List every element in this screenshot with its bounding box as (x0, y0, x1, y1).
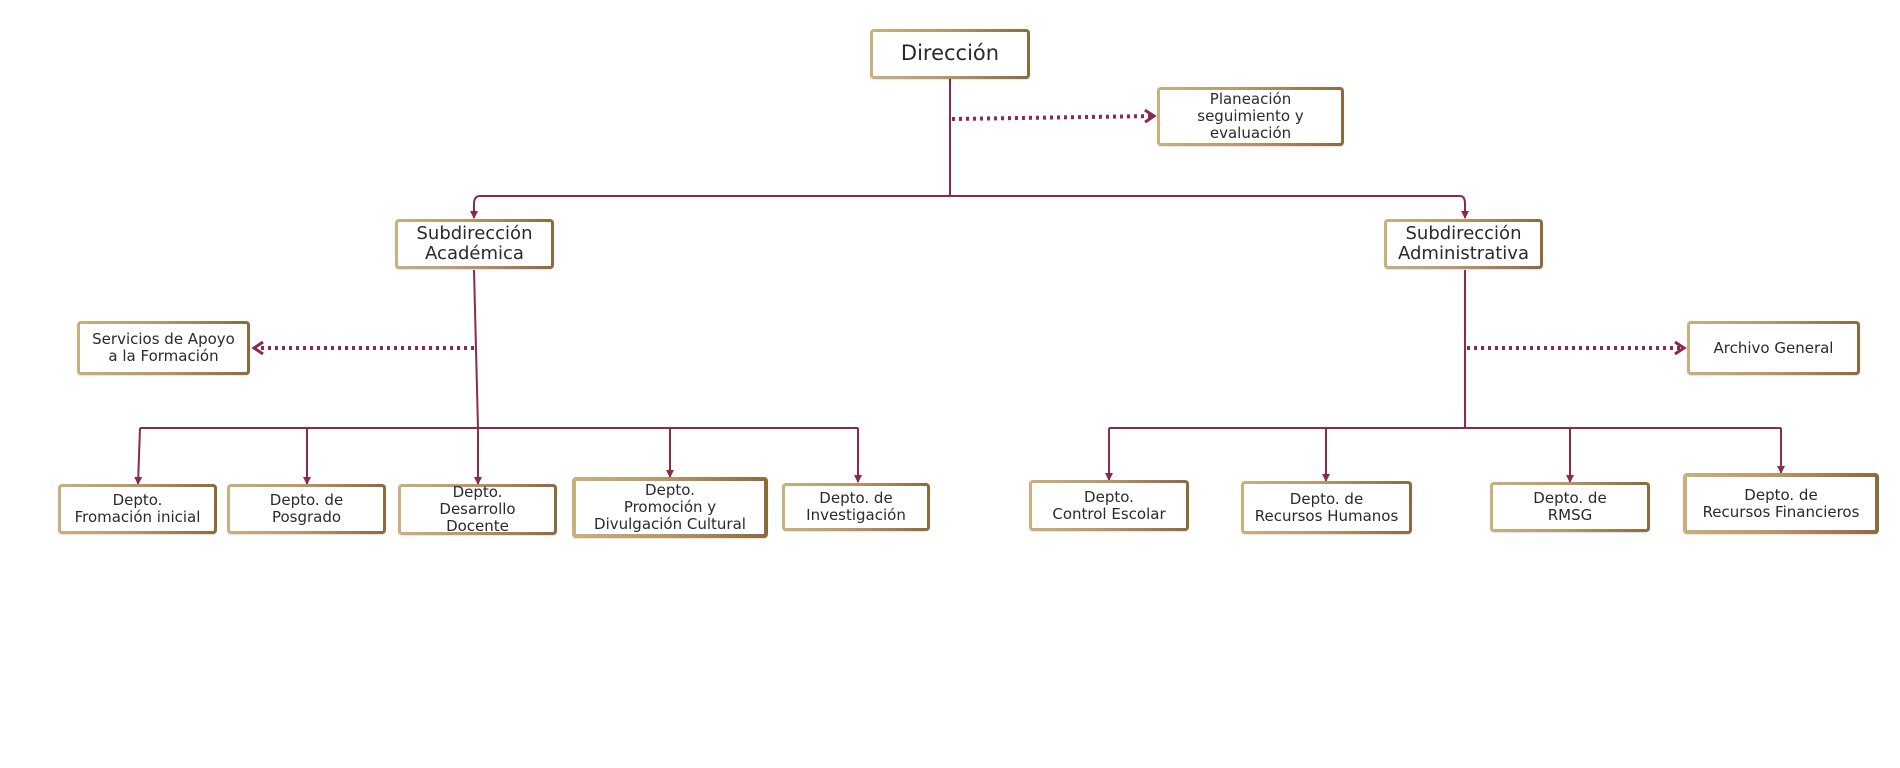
node-sub-administrativa: Subdirección Administrativa (1384, 219, 1543, 269)
node-direccion: Dirección (870, 29, 1030, 79)
line-to-sub-administrativa (1459, 195, 1469, 219)
line-academica-trunk (473, 269, 479, 429)
node-investigacion: Depto. de Investigación (782, 483, 930, 531)
node-control-escolar: Depto. Control Escolar (1029, 480, 1189, 531)
line-to-sub-academica (470, 195, 481, 219)
node-planeacion: Planeación seguimiento y evaluación (1157, 87, 1344, 146)
node-recursos-financieros: Depto. de Recursos Financieros (1683, 473, 1879, 534)
node-formacion-inicial: Depto. Fromación inicial (58, 484, 217, 534)
node-servicios-apoyo: Servicios de Apoyo a la Formación (77, 321, 250, 375)
node-sub-academica: Subdirección Académica (395, 219, 554, 269)
node-archivo-general: Archivo General (1687, 321, 1860, 375)
node-recursos-humanos: Depto. de Recursos Humanos (1241, 481, 1412, 534)
node-promocion-cultural: Depto. Promoción y Divulgación Cultural (572, 477, 768, 538)
line-to-formacion-inicial (134, 427, 143, 485)
node-desarrollo-docente: Depto. Desarrollo Docente (398, 484, 557, 535)
node-posgrado: Depto. de Posgrado (227, 484, 386, 534)
dotted-to-planeacion (951, 116, 1154, 119)
node-rmsg: Depto. de RMSG (1490, 482, 1650, 532)
